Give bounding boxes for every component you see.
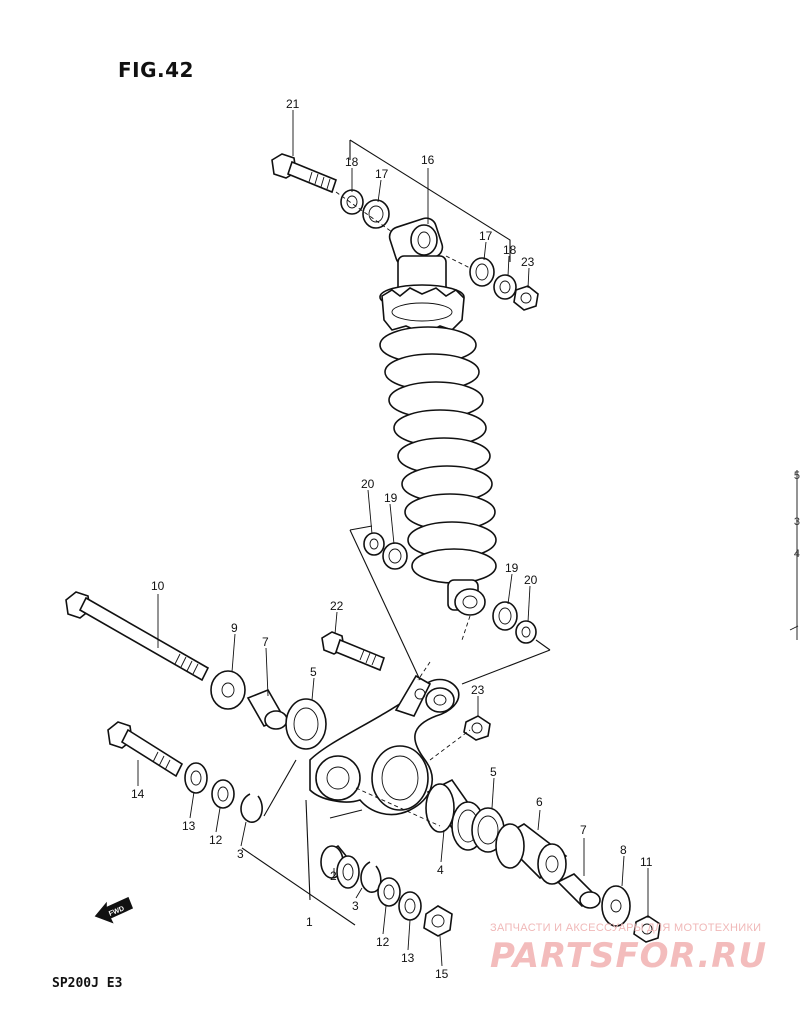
callout-5: 5 [310, 665, 317, 679]
callout-11: 11 [640, 855, 653, 869]
oil-seal-17-left [362, 199, 390, 229]
edge-mark: 5 [793, 470, 800, 482]
callout-16: 16 [421, 153, 435, 167]
callout-14: 14 [131, 787, 145, 801]
callout-17: 17 [375, 167, 389, 181]
cushion-lever [309, 674, 460, 816]
callout-18: 18 [503, 243, 517, 257]
callout-1: 1 [306, 915, 313, 929]
callout-7: 7 [262, 635, 269, 649]
edge-mark: 3 [793, 516, 800, 528]
callout-13: 13 [182, 819, 196, 833]
callout-labels: 21 18 17 16 17 18 23 20 19 19 20 10 9 7 … [131, 97, 653, 981]
callout-15: 15 [435, 967, 449, 981]
callout-3: 3 [237, 847, 244, 861]
collar-7-right [556, 873, 601, 909]
collar-20-right [515, 620, 537, 644]
callout-21: 21 [286, 97, 300, 111]
circlip-3-right [360, 861, 382, 893]
callout-3: 3 [352, 899, 359, 913]
callout-20: 20 [361, 477, 375, 491]
callout-7: 7 [580, 823, 587, 837]
callout-5: 5 [490, 765, 497, 779]
watermark-brand: PARTSFOR.RU [490, 936, 768, 976]
coil-spring [379, 326, 497, 584]
fwd-arrow: FWD [94, 896, 134, 924]
oil-seal-19-left [382, 542, 408, 570]
washer-12-right [377, 877, 401, 907]
callout-22: 22 [330, 599, 344, 613]
callout-9: 9 [231, 621, 238, 635]
callout-6: 6 [536, 795, 543, 809]
collar-18-left [340, 189, 364, 215]
callout-17: 17 [479, 229, 493, 243]
shock-absorber [379, 217, 497, 616]
edge-mark: 4 [793, 548, 800, 560]
callout-20: 20 [524, 573, 538, 587]
nut-15 [423, 905, 453, 937]
callout-13: 13 [401, 951, 415, 965]
bolt-22 [321, 631, 385, 672]
figure-title: FIG.42 [118, 58, 194, 82]
bolt-10 [65, 591, 210, 682]
callout-10: 10 [151, 579, 165, 593]
collar-20-left [363, 532, 385, 556]
callout-19: 19 [505, 561, 519, 575]
callout-8: 8 [620, 843, 627, 857]
assembly-lines [241, 139, 551, 926]
collar-18-right [493, 274, 517, 300]
oil-seal-5-left [285, 698, 327, 750]
circlip-3-left [240, 793, 263, 823]
callout-23: 23 [521, 255, 535, 269]
bolt-21 [271, 153, 337, 194]
washer-9 [210, 670, 246, 710]
nut-23-top [513, 285, 539, 311]
washer-8 [601, 885, 631, 927]
collar-6 [495, 823, 568, 885]
callout-4: 4 [437, 863, 444, 877]
bearing-2 [320, 844, 360, 889]
washer-13-left [184, 762, 208, 794]
model-code: SP200J E3 [52, 976, 123, 991]
watermark-tagline: ЗАПЧАСТИ И АКСЕССУАРЫ ДЛЯ МОТОТЕХНИКИ [490, 922, 762, 934]
bolt-14 [107, 721, 184, 778]
nut-23-lower [463, 715, 491, 741]
washer-13-right [398, 891, 422, 921]
callout-19: 19 [384, 491, 398, 505]
callout-18: 18 [345, 155, 359, 169]
leader-lines [137, 110, 649, 967]
oil-seal-17-right [469, 257, 495, 287]
washer-12-left [211, 779, 235, 809]
collar-7-left [246, 688, 288, 730]
callout-2: 2 [330, 869, 337, 883]
callout-12: 12 [376, 935, 390, 949]
oil-seal-19-right [492, 601, 518, 631]
callout-23: 23 [471, 683, 485, 697]
callout-12: 12 [209, 833, 223, 847]
